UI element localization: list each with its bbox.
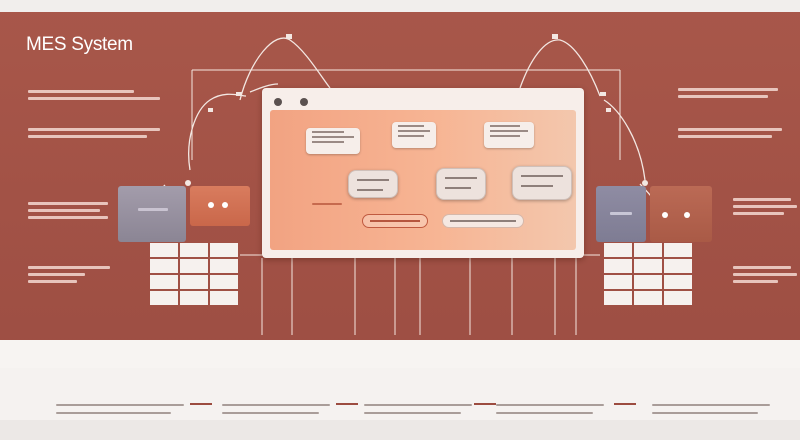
small-caption [312,203,342,209]
footer-dash [336,403,358,405]
central-monitor [262,88,584,258]
left-info-block-2 [28,128,160,142]
right-info-block-1 [678,88,778,102]
left-info-block-4 [28,266,110,287]
process-node[interactable] [392,122,436,148]
right-server-rack [604,243,692,307]
footer-item [496,404,604,420]
right-device-panel [596,186,646,242]
hero-bottom-band [0,340,800,368]
output-capsule[interactable] [362,214,428,228]
footer-dash [190,403,212,405]
process-node[interactable] [306,128,360,154]
left-info-block-3 [28,202,108,223]
left-device-panel [118,186,186,242]
process-node[interactable] [484,122,534,148]
window-dot-icon [274,98,282,106]
right-device-accent [650,186,712,242]
footer-item [652,404,770,420]
left-info-block-1 [28,90,160,104]
window-dot-icon [300,98,308,106]
footer-strip [0,420,800,440]
left-device-accent [190,186,250,226]
footer-item [222,404,330,420]
status-module[interactable] [512,166,572,200]
footer-dash [474,403,496,405]
footer-item [364,404,472,420]
status-module[interactable] [348,170,398,198]
right-info-block-4 [733,266,797,287]
footer-dash [614,403,636,405]
left-server-rack [150,243,238,307]
page-title: MES System [26,34,133,56]
monitor-display [270,110,576,250]
output-capsule[interactable] [442,214,524,228]
status-module[interactable] [436,168,486,200]
top-divider [0,0,800,12]
right-info-block-2 [678,128,782,142]
right-info-block-3 [733,198,797,219]
title-text: MES System [26,34,133,55]
footer-item [56,404,184,420]
